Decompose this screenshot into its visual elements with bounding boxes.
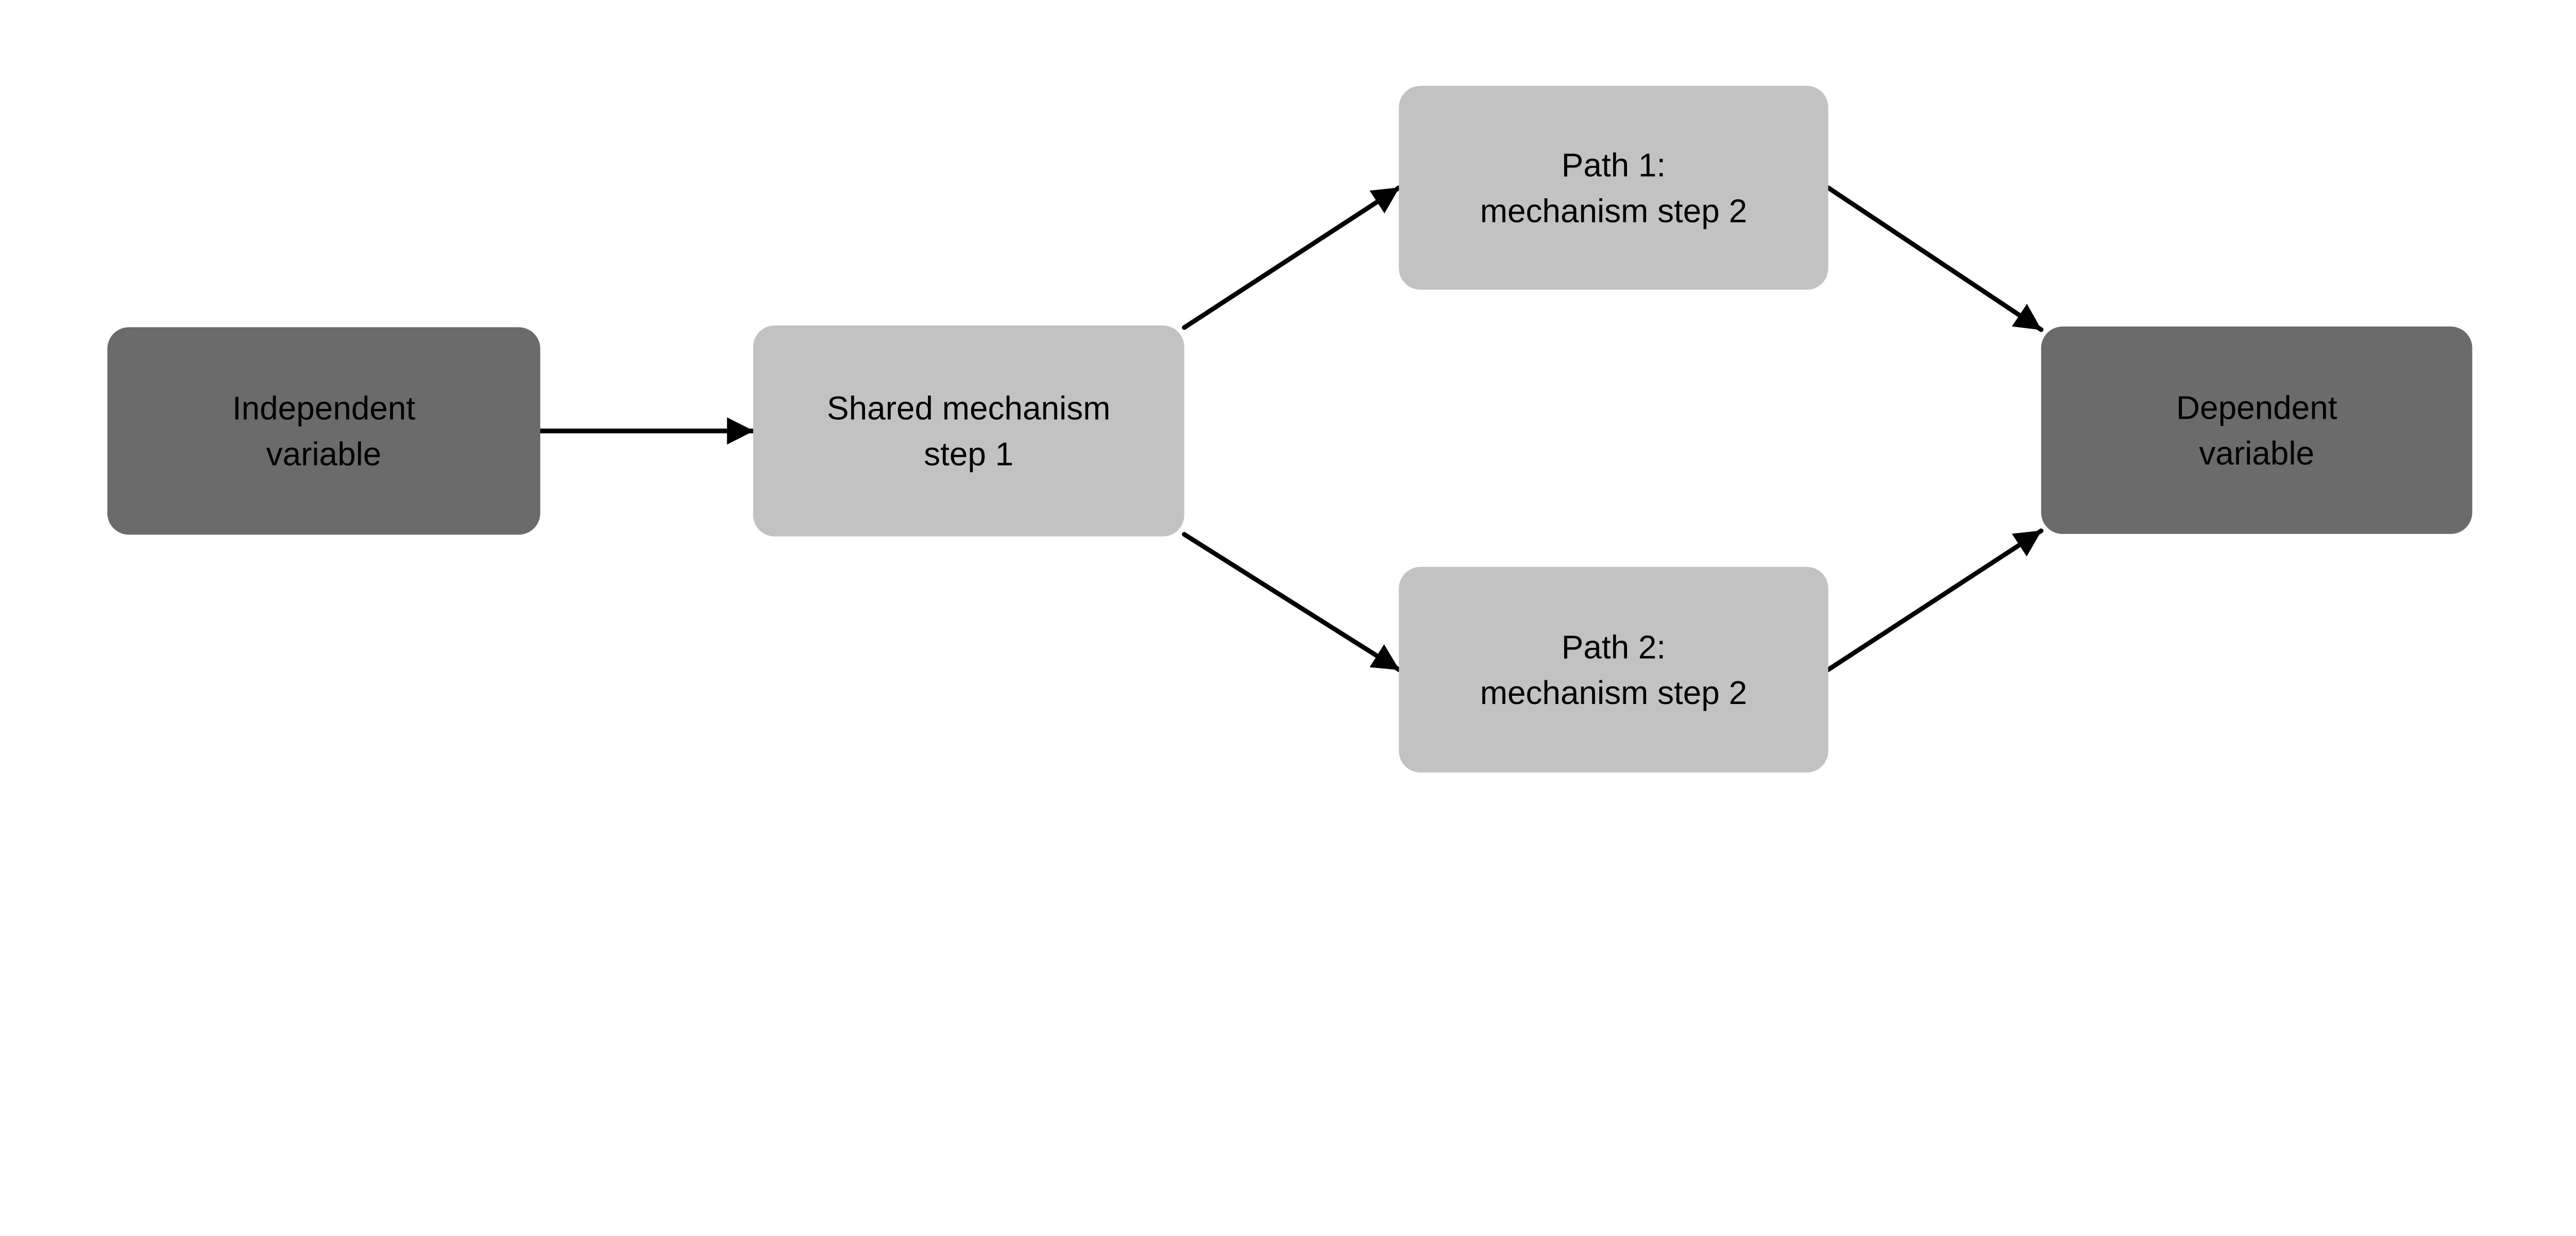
node-path-1-mechanism-step-2-box — [1399, 85, 1828, 290]
node-independent-variable-box — [107, 327, 540, 535]
edge-shared-mechanism-step-1-to-path-2-mechanism-step-2 — [1182, 532, 1401, 672]
edge-shared-mechanism-step-1-to-path-1-mechanism-step-2 — [1182, 185, 1401, 330]
node-path-1-mechanism-step-2: Path 1:mechanism step 2 — [1399, 85, 1828, 290]
node-path-2-mechanism-step-2-label: Path 2:mechanism step 2 — [1480, 628, 1747, 711]
node-shared-mechanism-step-1-box — [753, 325, 1184, 537]
edge-path-2-mechanism-step-2-to-dependent-variable — [1826, 528, 2044, 672]
node-path-2-mechanism-step-2: Path 2:mechanism step 2 — [1399, 566, 1828, 772]
edges-layer — [538, 185, 2044, 672]
edge-path-1-mechanism-step-2-to-dependent-variable — [1826, 185, 2044, 332]
node-dependent-variable-box — [2041, 327, 2472, 534]
node-path-2-mechanism-step-2-box — [1399, 566, 1828, 772]
node-path-1-mechanism-step-2-label: Path 1:mechanism step 2 — [1480, 146, 1747, 229]
